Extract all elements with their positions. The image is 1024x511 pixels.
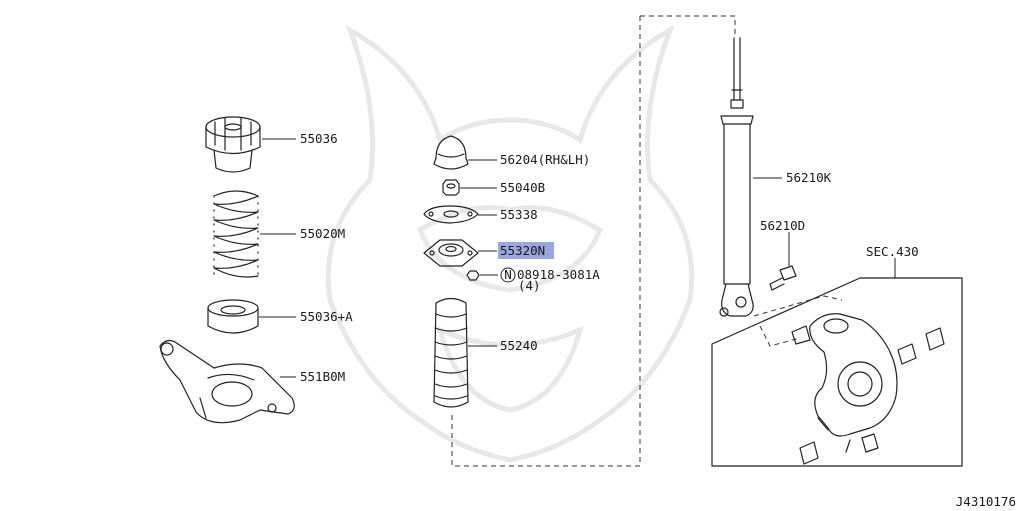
label-55036[interactable]: 55036 [300, 131, 338, 146]
label-55040b[interactable]: 55040B [500, 180, 545, 195]
label-55320n[interactable]: 55320N [500, 243, 545, 258]
self-locking-nut[interactable] [442, 179, 460, 196]
lower-link[interactable] [159, 339, 295, 424]
label-08918-3081a-group[interactable]: N 08918-3081A (4) [500, 267, 600, 293]
leader-lines [259, 138, 896, 378]
selected-part-highlight [498, 242, 554, 259]
bound-bumper-boot[interactable] [433, 297, 469, 408]
bump-cap[interactable] [433, 135, 469, 170]
label-55020m[interactable]: 55020M [300, 226, 345, 241]
label-08918-qty: (4) [518, 278, 541, 293]
label-sec-430[interactable]: SEC.430 [866, 244, 919, 259]
shock-mount-bolt[interactable] [769, 265, 797, 291]
label-56210k[interactable]: 56210K [786, 170, 832, 185]
shock-absorber[interactable] [719, 37, 754, 317]
label-55240[interactable]: 55240 [500, 338, 538, 353]
lower-spring-seat[interactable] [207, 299, 259, 334]
insulator-plate[interactable] [423, 205, 479, 224]
assembly-boundary [451, 15, 736, 467]
upper-spring-seat[interactable] [205, 116, 261, 173]
coil-spring[interactable] [213, 190, 259, 278]
section-430-frame [711, 277, 963, 467]
diagram-code: J4310176 [956, 494, 1016, 509]
n-prefix-symbol: N [504, 267, 512, 282]
strut-mount-insulator[interactable] [423, 239, 479, 267]
label-56204[interactable]: 56204(RH&LH) [500, 152, 590, 167]
label-56210d[interactable]: 56210D [760, 218, 805, 233]
label-551b0m[interactable]: 551B0M [300, 369, 345, 384]
mount-nut[interactable] [466, 270, 480, 281]
label-08918-3081a: 08918-3081A [517, 267, 600, 282]
label-55338[interactable]: 55338 [500, 207, 538, 222]
rear-axle-knuckle[interactable] [791, 313, 945, 465]
label-55036a[interactable]: 55036+A [300, 309, 353, 324]
